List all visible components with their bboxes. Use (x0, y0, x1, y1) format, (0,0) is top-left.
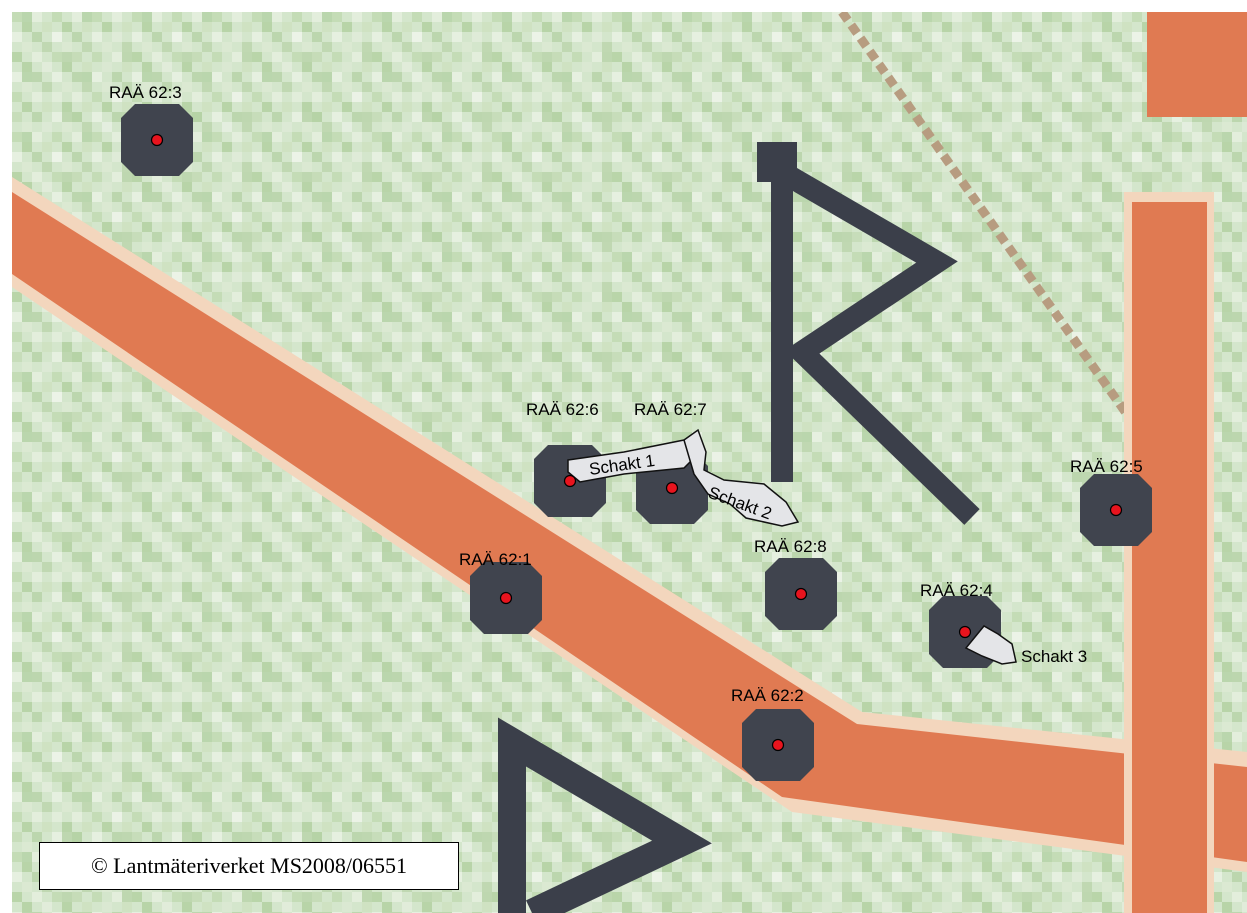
site-marker-62-2[interactable] (771, 738, 785, 752)
site-marker-62-3[interactable] (150, 133, 164, 147)
site-label-62-7: RAÄ 62:7 (634, 400, 707, 419)
site-label-62-1: RAÄ 62:1 (459, 550, 532, 569)
copyright-text: © Lantmäteriverket MS2008/06551 (90, 853, 408, 878)
schakt-2-shape[interactable] (683, 428, 800, 527)
site-label-62-3: RAÄ 62:3 (109, 83, 182, 102)
copyright-notice: © Lantmäteriverket MS2008/06551 (39, 842, 459, 890)
site-label-62-6: RAÄ 62:6 (526, 400, 599, 419)
schakt-3-shape[interactable] (964, 625, 1017, 665)
r-symbol-stem-cap (757, 142, 797, 182)
site-marker-62-8[interactable] (794, 587, 808, 601)
site-marker-62-7[interactable] (665, 481, 679, 495)
site-marker-62-5[interactable] (1109, 503, 1123, 517)
site-label-62-5: RAÄ 62:5 (1070, 457, 1143, 476)
site-label-62-8: RAÄ 62:8 (754, 537, 827, 556)
site-marker-62-6[interactable] (563, 474, 577, 488)
boundary-line (838, 12, 1186, 495)
schakt-3-label: Schakt 3 (1021, 647, 1087, 666)
site-label-62-4: RAÄ 62:4 (920, 581, 993, 600)
site-marker-62-1[interactable] (499, 591, 513, 605)
site-marker-62-4[interactable] (958, 625, 972, 639)
main-road (12, 192, 1247, 862)
top-right-road (1147, 12, 1247, 117)
right-road (1132, 202, 1207, 913)
site-label-62-2: RAÄ 62:2 (731, 686, 804, 705)
r-symbol (771, 152, 980, 525)
triangle-symbol (498, 717, 712, 913)
site-markers (150, 133, 1123, 752)
